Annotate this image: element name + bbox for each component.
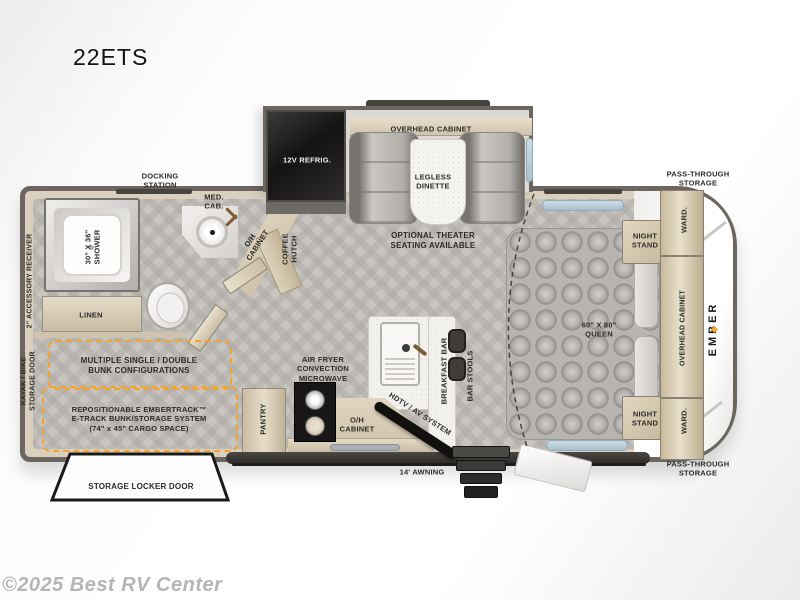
entry-steps bbox=[452, 446, 510, 506]
bathroom-sink-drain bbox=[210, 230, 215, 235]
linen-cabinet bbox=[42, 296, 142, 332]
shower-drain bbox=[89, 245, 94, 250]
sink-faucet-base bbox=[402, 344, 410, 352]
slideout-window bbox=[526, 138, 533, 182]
awning-rail-shadow bbox=[232, 463, 646, 466]
stove-burner bbox=[305, 390, 325, 410]
dinette-overhead-cabinet bbox=[350, 118, 532, 136]
wardrobe-top-label: WARD. bbox=[679, 207, 689, 233]
bedroom-overhead-cabinet bbox=[660, 256, 704, 398]
docking-station-label: DOCKING STATION bbox=[141, 171, 179, 190]
step bbox=[460, 473, 502, 484]
accessory-receiver-label: 2" ACCESSORY RECEIVER bbox=[26, 233, 34, 329]
wardrobe-bottom bbox=[660, 398, 704, 460]
bedroom-overhead-cabinet-label: OVERHEAD CABINET bbox=[679, 290, 687, 366]
bedroom-window-bottom bbox=[546, 440, 628, 451]
shower-label: 30" X 36" SHOWER bbox=[83, 229, 102, 265]
wardrobe-bottom-label: WARD. bbox=[679, 408, 689, 434]
step bbox=[452, 446, 510, 458]
bedroom-window-top bbox=[542, 200, 624, 211]
bar-stools-label: BAR STOOLS bbox=[465, 350, 475, 402]
toilet-bowl bbox=[153, 289, 188, 327]
legless-dinette-label: LEGLESS DINETTE bbox=[414, 172, 452, 191]
step bbox=[456, 460, 506, 471]
model-title: 22ETS bbox=[73, 44, 149, 70]
docking-station-panel bbox=[116, 189, 192, 194]
pass-through-top-label: PASS-THROUGH STORAGE bbox=[666, 169, 730, 188]
pass-through-bottom-label: PASS-THROUGH STORAGE bbox=[666, 459, 730, 478]
slideout-bump bbox=[366, 100, 490, 109]
pantry-cabinet bbox=[242, 388, 286, 454]
stove-burner bbox=[305, 416, 325, 436]
awning-label: 14' AWNING bbox=[399, 467, 445, 477]
shower-pan bbox=[62, 214, 122, 276]
coffee-hutch-label: COFFEE HUTCH bbox=[280, 233, 299, 265]
storage-locker-door-label: STORAGE LOCKER DOOR bbox=[88, 482, 194, 491]
theater-seating-label: OPTIONAL THEATER SEATING AVAILABLE bbox=[390, 231, 476, 250]
bathroom-wall bbox=[34, 332, 186, 338]
night-stand-bottom-label: NIGHT STAND bbox=[631, 409, 659, 428]
dinette-seat-left bbox=[349, 132, 419, 224]
bunk-zone-upper bbox=[48, 340, 232, 390]
watermark: ©2025 Best RV Center bbox=[2, 574, 223, 596]
refrigerator-base bbox=[266, 202, 346, 214]
bar-stool bbox=[448, 357, 466, 381]
bedroom-wall-panel bbox=[544, 189, 622, 194]
dinette-overhead-cabinet-label: OVERHEAD CABINET bbox=[390, 124, 472, 134]
kitchen-window bbox=[330, 444, 400, 451]
kitchen-oh-cabinet-label: O/H CABINET bbox=[339, 415, 375, 434]
pantry-label: PANTRY bbox=[258, 403, 268, 435]
kayak-bike-door-label: KAYAK / BIKE STORAGE DOOR bbox=[20, 351, 36, 411]
air-fryer-label: AIR FRYER CONVECTION MICROWAVE bbox=[296, 354, 350, 383]
med-cab-label: MED. CAB. bbox=[204, 192, 224, 211]
linen-label: LINEN bbox=[79, 310, 103, 320]
dinette-seat-right bbox=[459, 132, 525, 224]
night-stand-top-label: NIGHT STAND bbox=[631, 231, 659, 250]
embertrack-label: REPOSITIONABLE EMBERTRACK™ E-TRACK BUNK/… bbox=[71, 404, 207, 433]
sink-grate bbox=[385, 358, 415, 380]
step bbox=[464, 486, 498, 498]
queen-bed-label: 60" X 80" QUEEN bbox=[581, 320, 617, 339]
bunk-config-label: MULTIPLE SINGLE / DOUBLE BUNK CONFIGURAT… bbox=[80, 356, 198, 375]
bar-stool bbox=[448, 329, 466, 353]
wardrobe-top bbox=[660, 190, 704, 256]
refrigerator-label: 12V REFRIG. bbox=[282, 155, 332, 165]
dinette-table bbox=[410, 139, 466, 225]
refrigerator bbox=[266, 110, 346, 202]
breakfast-bar-label: BREAKFAST BAR bbox=[439, 337, 449, 405]
bunk-zone-lower bbox=[42, 386, 238, 452]
